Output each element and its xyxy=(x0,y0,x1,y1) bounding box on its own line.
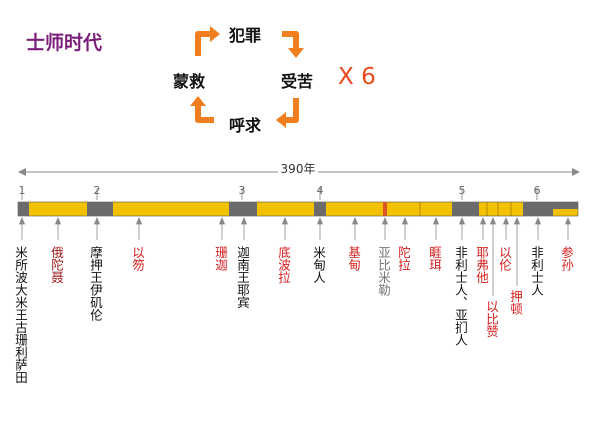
cycle-arrows xyxy=(190,26,304,128)
timeline-label: 陀拉 xyxy=(396,246,411,271)
arrow-sin-to-suffer xyxy=(282,31,299,50)
timeline-label: 亚比米勒 xyxy=(376,246,391,296)
timeline-bar xyxy=(17,201,579,217)
timeline-label: 睚珥 xyxy=(427,246,442,271)
timeline-label: 俄陀聂 xyxy=(49,246,64,284)
segment-oppression-6 xyxy=(523,202,553,216)
timeline-label: 珊迦 xyxy=(213,246,228,271)
span-label: 390年 xyxy=(278,160,318,177)
timeline-label: 米甸人 xyxy=(311,246,326,284)
segment-oppression-3 xyxy=(229,202,257,216)
era-label-6: 6 xyxy=(533,184,541,197)
era-label-5: 5 xyxy=(458,184,466,197)
timeline-label: 以笏 xyxy=(130,246,145,271)
segment-oppression-1 xyxy=(18,202,29,216)
timeline-label: 迦南王耶宾 xyxy=(235,246,250,309)
cycle-save: 蒙救 xyxy=(173,72,206,91)
segment-samson xyxy=(553,202,578,209)
timeline-label: 米所波大米王古珊利萨田 xyxy=(13,246,28,384)
timeline-label: 摩押王伊矶伦 xyxy=(88,246,103,321)
cycle-cry: 呼求 xyxy=(229,116,262,135)
arrowhead-left xyxy=(190,96,206,106)
era-label-2: 2 xyxy=(93,184,101,197)
span-arrow-right xyxy=(572,168,580,176)
arrowhead-right xyxy=(288,48,304,58)
timeline-label: 以伦 xyxy=(497,246,512,271)
arrowhead-top xyxy=(210,26,220,42)
timeline-label: 基甸 xyxy=(346,246,361,271)
arrow-suffer-to-cry xyxy=(284,98,299,123)
cycle-suffer: 受苦 xyxy=(281,72,314,91)
cycle-sin: 犯罪 xyxy=(229,26,262,45)
label-pointers xyxy=(18,216,572,296)
timeline-label: 非利士人 xyxy=(529,246,544,296)
timeline-label: 耶弗他 xyxy=(474,246,489,284)
era-label-3: 3 xyxy=(238,184,246,197)
timeline-label: 底波拉 xyxy=(276,246,291,284)
arrowhead-bottom xyxy=(276,112,286,128)
segment-oppression-2 xyxy=(87,202,113,216)
segment-abimelech xyxy=(383,202,387,216)
segment-oppression-5 xyxy=(452,202,479,216)
timeline-label: 参孙 xyxy=(559,246,574,271)
page-title: 士师时代 xyxy=(26,32,103,54)
timeline-label: 押顿 xyxy=(508,290,523,315)
timeline-label: 以比赞 xyxy=(484,300,499,338)
arrow-cry-to-save xyxy=(195,104,214,123)
era-label-4: 4 xyxy=(316,184,324,197)
arrow-save-to-sin xyxy=(195,31,212,56)
span-arrow-left xyxy=(18,168,26,176)
timeline-label: 非利士人、亚扪人 xyxy=(453,246,468,346)
era-label-1: 1 xyxy=(18,184,26,197)
segment-oppression-4 xyxy=(314,202,326,216)
repeat-count: X 6 xyxy=(338,64,376,90)
